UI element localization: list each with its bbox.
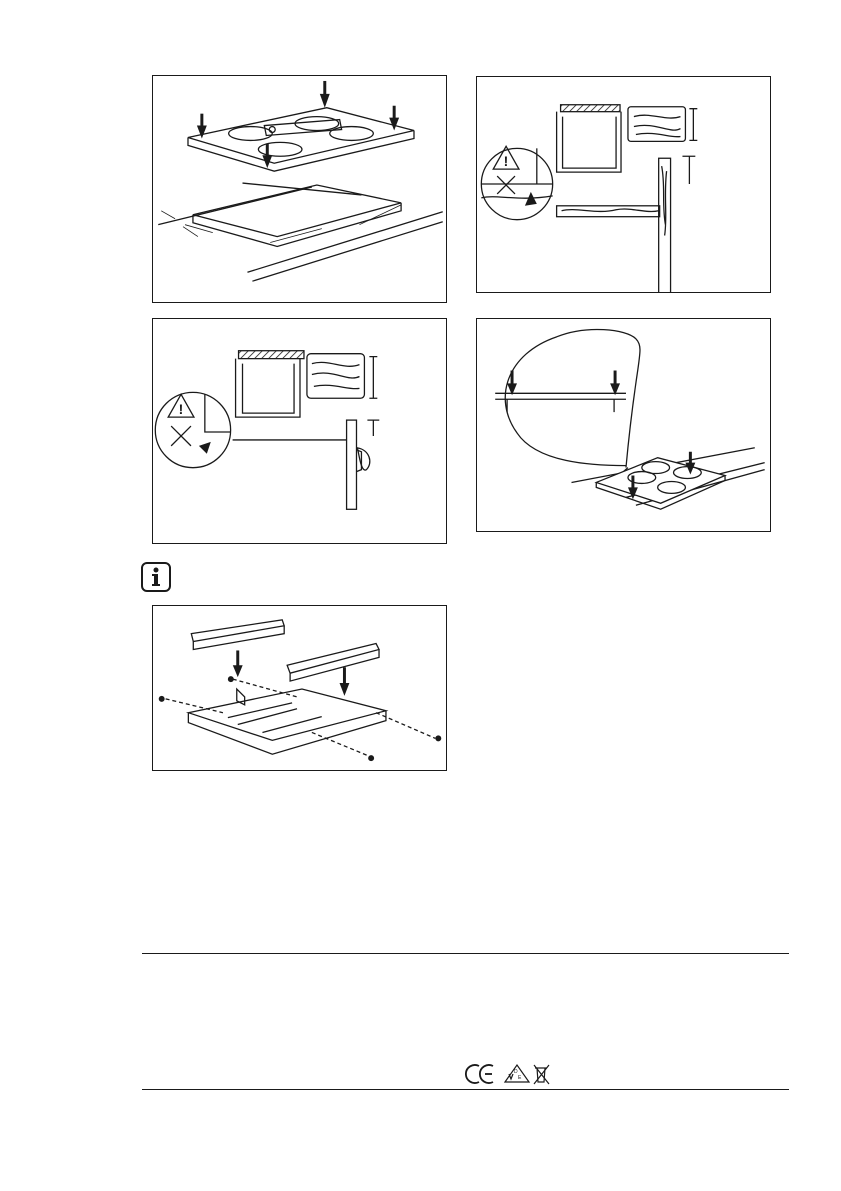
press-hob-illustration [477, 319, 770, 531]
drawer-clearance-illustration: ! [477, 77, 770, 292]
figure-drawer-clearance: ! [476, 76, 771, 293]
weee-bin-icon [534, 1065, 549, 1084]
vde-mark-icon: D E [505, 1065, 529, 1082]
oven-clearance-illustration: ! [153, 319, 446, 543]
figure-frame-assembly [152, 605, 447, 771]
frame-assembly-illustration [153, 606, 446, 770]
figure-press-hob [476, 318, 771, 532]
svg-text:!: ! [179, 401, 184, 417]
figure-oven-clearance: ! [152, 318, 447, 544]
top-divider [142, 953, 789, 954]
certification-marks: CE VDE D E [465, 1062, 555, 1086]
info-icon [141, 562, 171, 592]
svg-text:!: ! [504, 153, 509, 169]
hob-insertion-illustration [153, 76, 446, 302]
figure-hob-insertion [152, 75, 447, 303]
svg-text:E: E [518, 1075, 522, 1081]
ce-mark-icon [466, 1065, 493, 1083]
bottom-divider [142, 1089, 789, 1090]
